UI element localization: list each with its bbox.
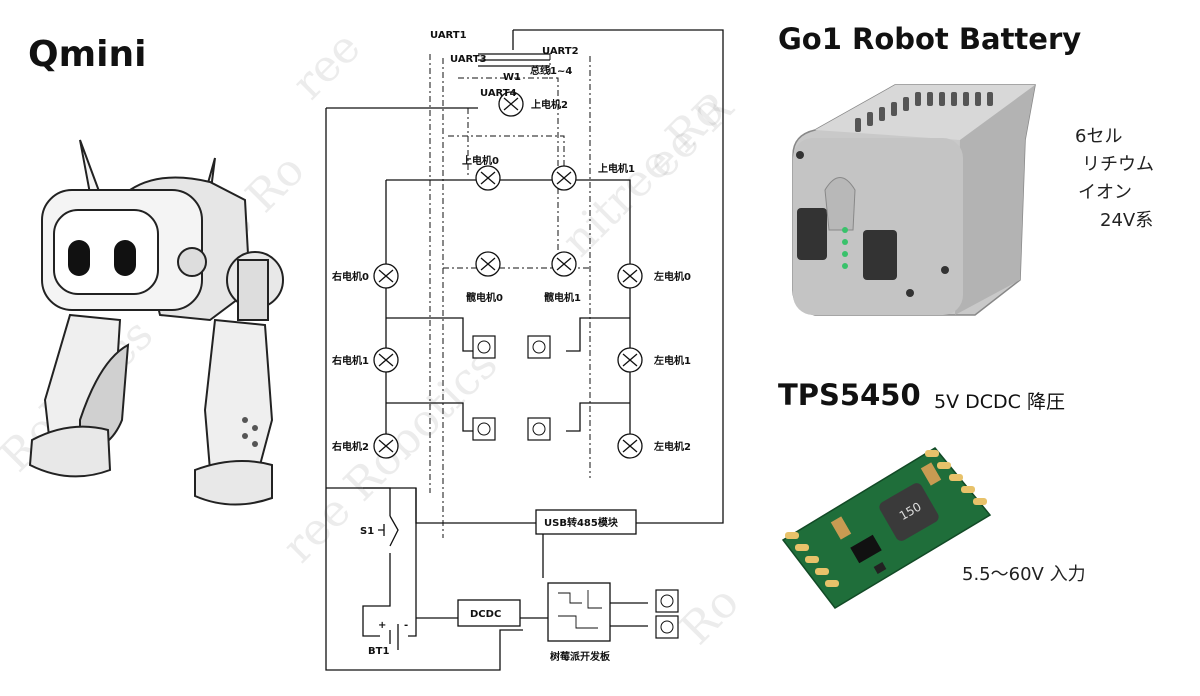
fan-icon xyxy=(655,589,679,613)
side-motor xyxy=(237,259,269,321)
label-plus: + xyxy=(378,620,386,631)
pcb-board xyxy=(781,447,992,609)
battery-note-cells: 6セル xyxy=(1075,126,1123,147)
qmini-title: Qmini xyxy=(28,34,147,75)
label-s1: S1 xyxy=(360,526,374,537)
label-right-motor2: 右电机2 xyxy=(331,440,369,453)
label-top-motor0: 上电机0 xyxy=(462,154,499,167)
dcdc-box xyxy=(457,599,521,627)
label-minus: - xyxy=(404,620,408,631)
label-raspberry-pi: 树莓派开发板 xyxy=(550,650,611,663)
battery-illustration xyxy=(792,84,1036,316)
label-uart1: UART1 xyxy=(430,30,467,41)
label-right-motor1: 右电机1 xyxy=(331,354,369,367)
battery-port-right xyxy=(863,230,897,280)
label-left-motor1: 左电机1 xyxy=(653,354,691,367)
qmini-robot-illustration xyxy=(28,139,284,506)
label-uart3: UART3 xyxy=(450,54,487,65)
battery-bt1 xyxy=(389,624,399,650)
raspberry-pi-box xyxy=(547,582,611,642)
label-uart2: UART2 xyxy=(542,46,579,57)
usb485-module-box xyxy=(535,509,637,535)
battery-side xyxy=(955,85,1035,315)
tps-input-range: 5.5～60V 入力 xyxy=(962,564,1086,585)
label-top-motor1: 上电机1 xyxy=(598,162,635,175)
battery-note-ion: イオン xyxy=(1078,182,1132,203)
robot-ear xyxy=(177,247,207,277)
fan-icon xyxy=(655,615,679,639)
fan-icon xyxy=(527,335,551,359)
right-foot xyxy=(194,460,273,506)
tps5450-chip xyxy=(850,534,882,564)
right-leg xyxy=(203,318,274,472)
label-w1: W1 xyxy=(503,72,521,83)
fan-icon xyxy=(472,335,496,359)
switch-s1 xyxy=(389,515,399,547)
battery-port-left xyxy=(797,208,827,260)
left-foot xyxy=(28,425,112,478)
label-bt1: BT1 xyxy=(368,646,389,657)
right-eye xyxy=(114,240,136,276)
battery-title: Go1 Robot Battery xyxy=(778,22,1082,56)
power-button xyxy=(824,177,856,231)
label-uart4: UART4 xyxy=(480,88,517,99)
label-dcdc: DCDC xyxy=(470,609,501,620)
tps-title: TPS5450 xyxy=(778,378,921,412)
fan-icon xyxy=(527,417,551,441)
tps5450-module-illustration: 150 xyxy=(781,447,992,609)
label-left-motor2: 左电机2 xyxy=(653,440,691,453)
label-right-motor0: 右电机0 xyxy=(331,270,369,283)
label-top-motor2: 上电机2 xyxy=(531,98,568,111)
label-hip-motor0: 髋电机0 xyxy=(466,291,503,304)
label-left-motor0: 左电机0 xyxy=(653,270,691,283)
battery-note-lithium: リチウム xyxy=(1082,154,1154,175)
inductor xyxy=(879,483,939,541)
left-eye xyxy=(68,240,90,276)
fan-icon xyxy=(472,417,496,441)
tps-description: 5V DCDC 降圧 xyxy=(934,391,1065,413)
label-bus: 总线1~4 xyxy=(530,64,572,77)
label-hip-motor1: 髋电机1 xyxy=(544,291,581,304)
battery-note-voltage: 24V系 xyxy=(1100,210,1154,231)
label-usb485: USB转485模块 xyxy=(544,516,619,529)
circuit-diagram: UART1 UART2 UART3 UART4 总线1~4 W1 上电机2 上电… xyxy=(325,29,724,671)
